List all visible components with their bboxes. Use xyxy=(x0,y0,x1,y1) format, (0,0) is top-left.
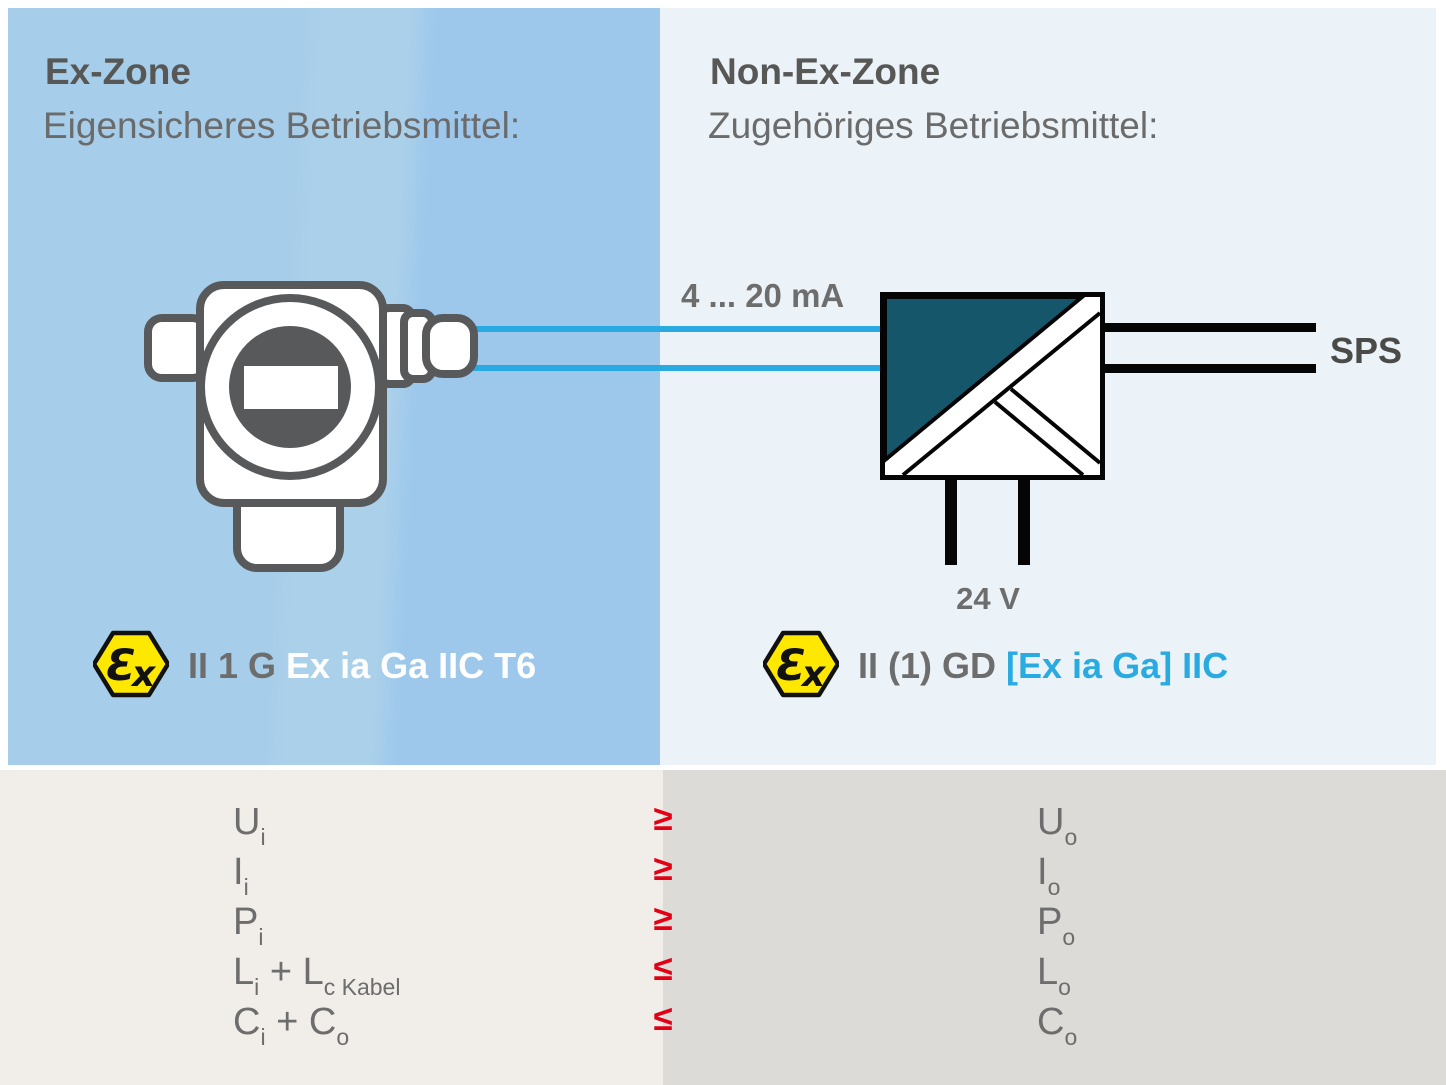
svg-text:x: x xyxy=(130,654,157,695)
parameter-subscript: o xyxy=(1058,974,1071,1000)
parameter-subscript: i xyxy=(243,874,249,900)
table-left-background xyxy=(0,770,663,1085)
table-row: Li + Lc Kabel ≤ Lo xyxy=(0,949,1446,1001)
parameter-symbol: U xyxy=(1037,801,1065,843)
marking-prefix: II 1 G xyxy=(188,645,287,686)
non-ex-zone-title: Non-Ex-Zone xyxy=(710,51,941,92)
parameter-subscript: i xyxy=(260,824,266,850)
svg-text:Ɛ: Ɛ xyxy=(776,641,806,691)
table-row: Ci + Co≤Co xyxy=(0,999,1446,1051)
transmitter-icon xyxy=(144,281,478,572)
table-row: Ii ≥ Io xyxy=(0,849,1446,901)
table-row: Ui ≥ Uo xyxy=(0,799,1446,851)
marking-prefix: II (1) GD xyxy=(858,645,1007,686)
parameter-symbol: I xyxy=(233,851,244,893)
output-parameter: Lo xyxy=(1037,951,1071,1000)
parameter-subscript: o xyxy=(1047,874,1061,900)
supply-pin-left xyxy=(945,479,957,565)
associated-equipment-marking: II (1) GD [Ex ia Ga] IIC xyxy=(858,645,1228,687)
parameter-subscript: c Kabel xyxy=(323,974,401,1000)
parameter-symbol: L xyxy=(1037,951,1059,993)
parameter-subscript: o xyxy=(1064,824,1078,850)
input-parameter: Ii xyxy=(233,851,249,900)
output-parameter: Io xyxy=(1037,851,1060,900)
input-parameter: Li + Lc Kabel xyxy=(233,951,400,1000)
comparison-operator: ≥ xyxy=(653,899,673,938)
ex-zone-subtitle: Eigensicheres Betriebsmittel: xyxy=(43,105,521,146)
parameter-symbol: + C xyxy=(265,1001,337,1043)
comparison-operator: ≥ xyxy=(653,799,673,838)
input-parameter: Ui xyxy=(233,801,266,850)
output-parameter: Uo xyxy=(1037,801,1077,850)
isolator-icon xyxy=(880,292,1105,480)
comparison-operator: ≤ xyxy=(653,999,673,1038)
parameter-symbol: C xyxy=(1037,1001,1065,1043)
svg-text:Ɛ: Ɛ xyxy=(106,641,136,691)
marking-code: [Ex ia Ga] IIC xyxy=(1006,645,1229,686)
plc-label: SPS xyxy=(1330,330,1403,371)
table-row: Pi ≥ Po xyxy=(0,899,1446,951)
parameter-subscript: o xyxy=(1062,924,1076,950)
signal-range-label: 4 ... 20 mA xyxy=(681,277,845,314)
output-wire-bottom xyxy=(1102,364,1316,373)
parameter-subscript: i xyxy=(260,1024,266,1050)
atex-ex-icon: Ɛ x xyxy=(763,630,839,698)
non-ex-zone-subtitle: Zugehöriges Betriebsmittel: xyxy=(708,105,1159,146)
parameter-symbol: L xyxy=(233,951,255,993)
signal-wire-bottom xyxy=(468,365,882,371)
parameter-symbol: U xyxy=(233,801,261,843)
output-wire-top xyxy=(1102,323,1316,332)
marking-code: Ex ia Ga IIC T6 xyxy=(286,645,537,686)
supply-pin-right xyxy=(1018,479,1030,565)
signal-wire-top xyxy=(468,326,882,332)
ex-zone-title: Ex-Zone xyxy=(45,51,191,92)
parameter-symbol: P xyxy=(233,901,259,943)
input-parameter: Pi xyxy=(233,901,263,950)
parameter-symbol: I xyxy=(1037,851,1048,893)
parameter-symbol: P xyxy=(1037,901,1063,943)
comparison-operator: ≤ xyxy=(653,949,673,988)
svg-text:x: x xyxy=(800,654,827,695)
comparison-operator: ≥ xyxy=(653,849,673,888)
output-parameter: Co xyxy=(1037,1001,1077,1050)
table-right-background xyxy=(663,770,1446,1085)
parameter-subscript: i xyxy=(258,924,264,950)
parameter-subscript: i xyxy=(254,974,260,1000)
supply-voltage-label: 24 V xyxy=(956,581,1020,616)
atex-ex-icon: Ɛ x xyxy=(93,630,169,698)
parameter-symbol: C xyxy=(233,1001,261,1043)
ex-equipment-marking: II 1 G Ex ia Ga IIC T6 xyxy=(188,645,536,687)
parameter-symbol: + L xyxy=(259,951,324,993)
parameter-subscript: o xyxy=(336,1024,350,1050)
output-parameter: Po xyxy=(1037,901,1075,950)
input-parameter: Ci + Co xyxy=(233,1001,349,1050)
parameter-subscript: o xyxy=(1064,1024,1078,1050)
